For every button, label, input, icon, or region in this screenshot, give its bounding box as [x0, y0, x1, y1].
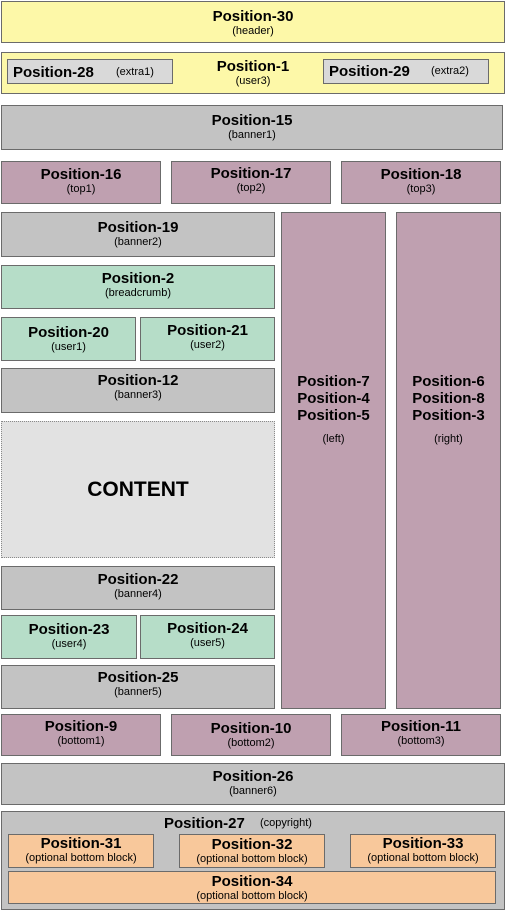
position-21-user2: Position-21 (user2): [140, 317, 275, 361]
right-line-3: Position-3: [412, 407, 485, 424]
position-9-title: Position-9: [44, 718, 118, 735]
position-10-sub: (bottom2): [227, 737, 275, 749]
position-34-block: Position-34 (optional bottom block): [8, 871, 496, 904]
position-24-sub: (user5): [190, 637, 225, 649]
position-32-block: Position-32 (optional bottom block): [179, 834, 325, 868]
position-20-title: Position-20: [28, 324, 109, 341]
position-29-title: Position-29: [329, 63, 410, 80]
left-sub: (left): [322, 433, 345, 445]
position-23-user4: Position-23 (user4): [1, 615, 137, 659]
position-19-banner2: Position-19 (banner2): [1, 212, 275, 257]
position-18-sub: (top3): [406, 183, 436, 195]
position-27-title: Position-27: [164, 815, 245, 832]
position-18-top3: Position-18 (top3): [341, 161, 501, 204]
content-area: CONTENT: [1, 421, 275, 558]
position-28-extra1: Position-28 (extra1): [7, 59, 173, 84]
position-9-bottom1: Position-9 (bottom1): [1, 714, 161, 756]
position-33-sub: (optional bottom block): [367, 852, 479, 864]
position-1-title: Position-1: [216, 58, 290, 75]
position-12-title: Position-12: [97, 372, 179, 389]
position-24-title: Position-24: [167, 620, 248, 637]
position-32-title: Position-32: [211, 836, 293, 853]
position-30-title: Position-30: [212, 8, 294, 25]
position-2-title: Position-2: [101, 270, 175, 287]
position-19-sub: (banner2): [114, 236, 162, 248]
position-25-sub: (banner5): [114, 686, 162, 698]
position-2-sub: (breadcrumb): [104, 287, 172, 299]
position-15-sub: (banner1): [228, 129, 276, 141]
left-line-3: Position-5: [297, 407, 370, 424]
position-16-title: Position-16: [40, 166, 122, 183]
position-15-banner1: Position-15 (banner1): [1, 105, 503, 150]
position-19-title: Position-19: [97, 219, 179, 236]
position-17-title: Position-17: [210, 165, 292, 182]
position-11-title: Position-11: [380, 718, 462, 735]
position-21-title: Position-21: [167, 322, 248, 339]
position-30-header: Position-30 (header): [1, 1, 505, 43]
position-10-title: Position-10: [210, 720, 292, 737]
right-sub: (right): [434, 433, 463, 445]
position-9-sub: (bottom1): [57, 735, 105, 747]
position-17-sub: (top2): [236, 182, 266, 194]
position-11-bottom3: Position-11 (bottom3): [341, 714, 501, 756]
position-30-sub: (header): [232, 25, 274, 37]
position-24-user5: Position-24 (user5): [140, 615, 275, 659]
position-29-sub: (extra2): [431, 65, 469, 77]
left-line-1: Position-7: [297, 373, 370, 390]
position-26-sub: (banner6): [229, 785, 277, 797]
right-line-1: Position-6: [412, 373, 485, 390]
left-line-2: Position-4: [297, 390, 370, 407]
position-21-sub: (user2): [190, 339, 225, 351]
content-title: CONTENT: [87, 477, 189, 501]
position-2-breadcrumb: Position-2 (breadcrumb): [1, 265, 275, 309]
position-29-extra2: Position-29 (extra2): [323, 59, 489, 84]
position-27-sub: (copyright): [260, 817, 312, 829]
position-16-top1: Position-16 (top1): [1, 161, 161, 204]
position-11-sub: (bottom3): [397, 735, 445, 747]
position-17-top2: Position-17 (top2): [171, 161, 331, 204]
position-16-sub: (top1): [66, 183, 96, 195]
position-25-title: Position-25: [97, 669, 179, 686]
right-line-2: Position-8: [412, 390, 485, 407]
position-34-sub: (optional bottom block): [196, 890, 308, 902]
position-20-user1: Position-20 (user1): [1, 317, 136, 361]
position-31-title: Position-31: [40, 835, 122, 852]
position-10-bottom2: Position-10 (bottom2): [171, 714, 331, 756]
position-25-banner5: Position-25 (banner5): [1, 665, 275, 709]
position-33-block: Position-33 (optional bottom block): [350, 834, 496, 868]
left-sidebar: Position-7 Position-4 Position-5 (left): [281, 212, 386, 709]
right-sidebar: Position-6 Position-8 Position-3 (right): [396, 212, 501, 709]
position-28-title: Position-28: [13, 64, 94, 81]
position-34-title: Position-34: [211, 873, 293, 890]
position-26-banner6: Position-26 (banner6): [1, 763, 505, 805]
position-20-sub: (user1): [51, 341, 86, 353]
position-26-title: Position-26: [212, 768, 294, 785]
position-12-sub: (banner3): [114, 389, 162, 401]
position-32-sub: (optional bottom block): [196, 853, 308, 865]
position-1-sub: (user3): [235, 75, 271, 87]
position-23-sub: (user4): [51, 638, 87, 650]
position-31-block: Position-31 (optional bottom block): [8, 834, 154, 868]
position-22-title: Position-22: [97, 571, 179, 588]
position-23-title: Position-23: [28, 621, 110, 638]
position-12-banner3: Position-12 (banner3): [1, 368, 275, 413]
position-22-banner4: Position-22 (banner4): [1, 566, 275, 610]
position-18-title: Position-18: [380, 166, 462, 183]
position-31-sub: (optional bottom block): [25, 852, 137, 864]
position-22-sub: (banner4): [114, 588, 162, 600]
position-15-title: Position-15: [211, 112, 293, 129]
position-28-sub: (extra1): [116, 66, 154, 78]
position-33-title: Position-33: [382, 835, 464, 852]
